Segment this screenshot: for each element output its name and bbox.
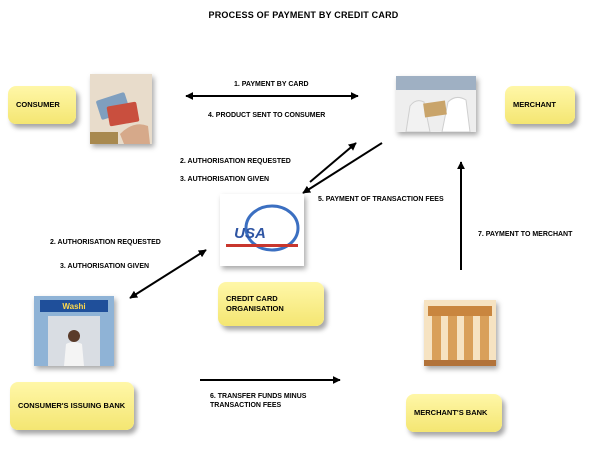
merchant-photo: [396, 76, 476, 132]
label-auth-given-left: 3. AUTHORISATION GIVEN: [60, 263, 150, 270]
atm-sign-text: Washi: [62, 302, 85, 311]
label-payment-to-merchant: 7. PAYMENT TO MERCHANT: [478, 231, 573, 238]
node-merchant: MERCHANT: [505, 86, 575, 124]
merchants-bank-photo: [424, 300, 496, 366]
arrow-issuer-org: [129, 249, 207, 299]
usa-logo-text: USA: [234, 225, 266, 242]
label-auth-requested-left: 2. AUTHORISATION REQUESTED: [50, 239, 161, 246]
arrow-auth-given-top: [302, 142, 383, 194]
handover-icon: [396, 76, 476, 132]
card-payment-icon: [90, 74, 152, 144]
label-product-sent: 4. PRODUCT SENT TO CONSUMER: [208, 112, 326, 119]
node-consumers-issuing-bank: CONSUMER'S ISSUING BANK: [10, 382, 134, 430]
node-merchants-bank: MERCHANT'S BANK: [406, 394, 502, 432]
consumer-photo: [90, 74, 152, 144]
credit-card-org-logo: USA: [220, 194, 304, 266]
label-transaction-fees: 5. PAYMENT OF TRANSACTION FEES: [318, 196, 444, 203]
issuing-bank-photo: Washi: [34, 296, 114, 366]
label-auth-requested-top: 2. AUTHORISATION REQUESTED: [180, 158, 291, 165]
arrow-auth-requested-top: [309, 142, 357, 183]
label-payment-by-card: 1. PAYMENT BY CARD: [234, 81, 309, 88]
bank-building-icon: [424, 300, 496, 366]
usa-epay-logo: USA: [220, 194, 304, 266]
atm-icon: Washi: [34, 296, 114, 366]
label-transfer-funds: 6. TRANSFER FUNDS MINUS TRANSACTION FEES: [210, 393, 307, 410]
node-credit-card-organisation: CREDIT CARD ORGANISATION: [218, 282, 324, 326]
label-auth-given-top: 3. AUTHORISATION GIVEN: [180, 176, 270, 183]
node-consumer: CONSUMER: [8, 86, 76, 124]
diagram-title: PROCESS OF PAYMENT BY CREDIT CARD: [208, 10, 399, 20]
